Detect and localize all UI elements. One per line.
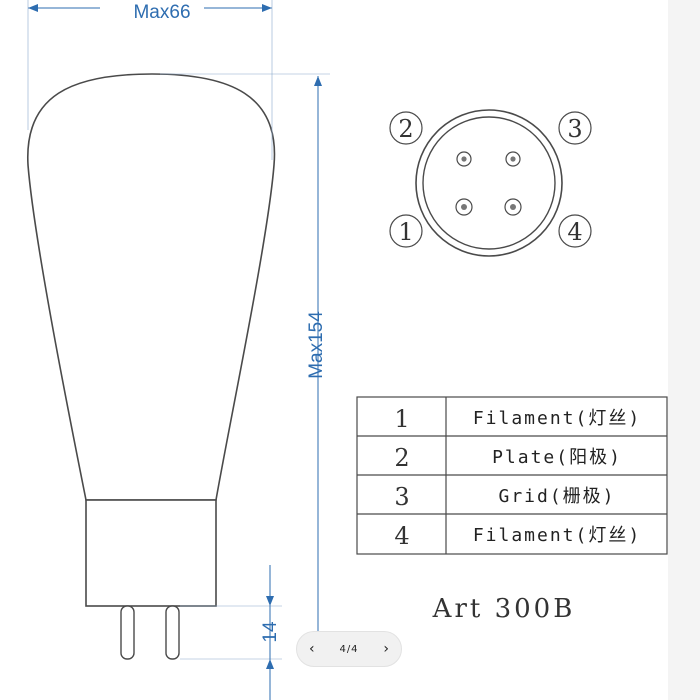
svg-text:3: 3 — [567, 115, 582, 143]
socket-pin-hole — [455, 198, 473, 216]
height-label: Max154 — [306, 311, 327, 379]
svg-text:1: 1 — [398, 218, 413, 246]
width-arrow-left — [28, 4, 38, 12]
tube-pin-left — [120, 605, 135, 660]
pin-marker: 4 — [558, 214, 592, 248]
page-counter: 4/4 — [339, 643, 359, 655]
socket-inner-ring — [422, 116, 556, 250]
pin-table-number: 3 — [394, 483, 409, 511]
pin-arrow-top — [266, 596, 274, 606]
pin-arrow-bottom — [266, 659, 274, 669]
side-strip — [668, 0, 700, 700]
svg-text:4: 4 — [567, 218, 582, 246]
model-label: Art 300B — [432, 594, 576, 624]
pin-marker: 1 — [389, 214, 423, 248]
pin-table-description: Grid(栅极) — [498, 486, 615, 507]
image-pager: ‹ 4/4 › — [296, 631, 402, 667]
pin-table-number: 2 — [394, 444, 409, 472]
pin-table-number: 1 — [394, 405, 409, 433]
pin-table-number: 4 — [394, 522, 409, 550]
chevron-right-icon[interactable]: › — [383, 641, 389, 657]
pin-table-description: Plate(阳极) — [492, 447, 622, 468]
tube-base — [85, 499, 217, 607]
pin-marker: 3 — [558, 111, 592, 145]
pin-table-description: Filament(灯丝) — [473, 408, 641, 429]
pin-length-label: 14 — [260, 621, 281, 643]
svg-text:2: 2 — [398, 115, 413, 143]
height-arrow-top — [314, 76, 322, 86]
tube-bulb — [27, 73, 276, 501]
socket-pin-hole — [456, 151, 472, 167]
width-label: Max66 — [133, 2, 190, 23]
tube-pin-right — [165, 605, 180, 660]
socket-pin-hole — [505, 151, 521, 167]
pin-marker: 2 — [389, 111, 423, 145]
width-arrow-right — [262, 4, 272, 12]
socket-pin-hole — [504, 198, 522, 216]
pin-table-description: Filament(灯丝) — [473, 525, 641, 546]
pin-table — [356, 396, 668, 555]
chevron-left-icon[interactable]: ‹ — [309, 641, 315, 657]
